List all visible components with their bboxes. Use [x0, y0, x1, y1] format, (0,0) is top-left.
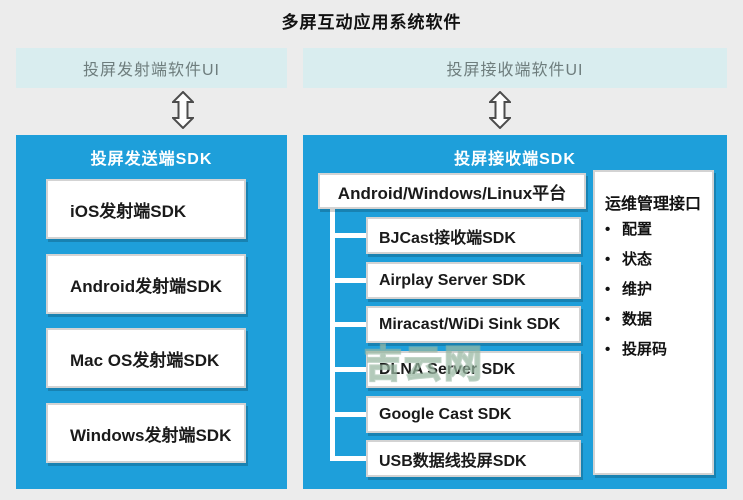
ops-item-config: 配置 [595, 220, 712, 240]
receiver-sdk-item-label: DLNA Server SDK [379, 360, 516, 378]
sender-sdk-item-label: Windows发射端SDK [70, 425, 232, 445]
receiver-sdk-panel-title: 投屏接收端SDK [454, 151, 576, 168]
ops-panel-title: 运维管理接口 [605, 196, 702, 213]
receiver-sdk-item-miracast: Miracast/WiDi Sink SDK [366, 306, 581, 343]
receiver-sdk-item-bjcast: BJCast接收端SDK [366, 217, 581, 254]
sender-sdk-item-label: iOS发射端SDK [70, 201, 187, 221]
receiver-sdk-item-googlecast: Google Cast SDK [366, 396, 581, 433]
sender-sdk-panel: 投屏发送端SDK iOS发射端SDK Android发射端SDK Mac OS发… [16, 135, 287, 489]
receiver-ui-bar: 投屏接收端软件UI [303, 48, 727, 88]
receiver-platform-label: Android/Windows/Linux平台 [337, 183, 567, 203]
double-arrow-icon [489, 91, 511, 129]
ops-item-data: 数据 [595, 310, 712, 330]
receiver-sdk-item-label: Airplay Server SDK [379, 271, 526, 289]
tree-connector-branch [330, 233, 366, 238]
receiver-sdk-item-usb: USB数据线投屏SDK [366, 440, 581, 477]
tree-connector-branch [330, 278, 366, 283]
tree-connector-branch [330, 367, 366, 372]
receiver-sdk-item-label: BJCast接收端SDK [379, 229, 516, 247]
sender-ui-bar: 投屏发射端软件UI [16, 48, 287, 88]
sender-sdk-item-ios: iOS发射端SDK [46, 179, 246, 239]
sender-sdk-item-label: Mac OS发射端SDK [70, 350, 220, 370]
page-title: 多屏互动应用系统软件 [281, 13, 462, 32]
double-arrow-icon [172, 91, 194, 129]
receiver-sdk-item-airplay: Airplay Server SDK [366, 262, 581, 299]
receiver-sdk-item-label: Google Cast SDK [379, 405, 512, 423]
receiver-platform-box: Android/Windows/Linux平台 [318, 173, 586, 209]
receiver-sdk-item-label: USB数据线投屏SDK [379, 452, 527, 470]
sender-ui-bar-label: 投屏发射端软件UI [82, 62, 220, 79]
ops-item-status: 状态 [595, 250, 712, 270]
sender-sdk-item-macos: Mac OS发射端SDK [46, 328, 246, 388]
sender-sdk-item-label: Android发射端SDK [70, 276, 223, 296]
receiver-sdk-item-label: Miracast/WiDi Sink SDK [379, 315, 561, 333]
ops-item-maintain: 维护 [595, 280, 712, 300]
ops-item-list: 配置 状态 维护 数据 投屏码 [595, 220, 712, 360]
receiver-ui-bar-label: 投屏接收端软件UI [446, 62, 584, 79]
ops-item-castcode: 投屏码 [595, 340, 712, 360]
receiver-sdk-panel: 投屏接收端SDK Android/Windows/Linux平台 BJCast接… [303, 135, 727, 489]
tree-connector-branch [330, 412, 366, 417]
receiver-sdk-item-dlna: DLNA Server SDK [366, 351, 581, 388]
ops-management-panel: 运维管理接口 配置 状态 维护 数据 投屏码 [593, 170, 714, 475]
sender-sdk-item-android: Android发射端SDK [46, 254, 246, 314]
tree-connector-branch [330, 322, 366, 327]
sender-sdk-item-windows: Windows发射端SDK [46, 403, 246, 463]
tree-connector-vertical [330, 209, 335, 461]
sender-sdk-panel-title: 投屏发送端SDK [90, 151, 213, 168]
tree-connector-branch [330, 456, 366, 461]
